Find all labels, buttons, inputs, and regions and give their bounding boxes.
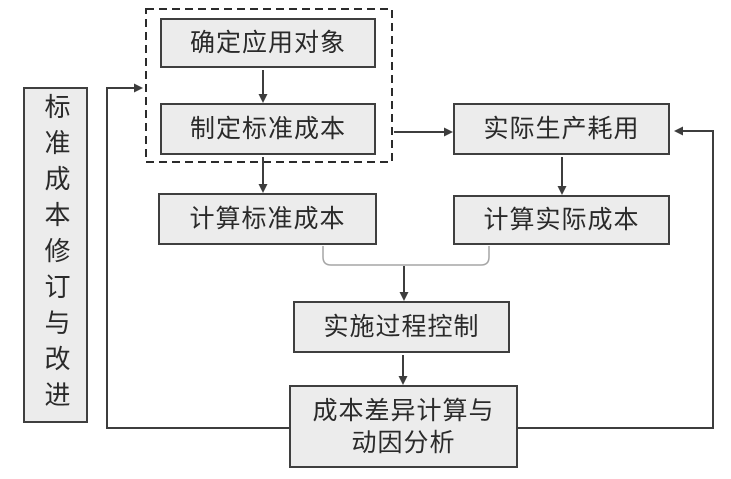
node-actual-production-consumption: 实际生产耗用 <box>453 103 670 155</box>
merge-bracket-connector <box>322 246 490 266</box>
node-determine-application-object: 确定应用对象 <box>160 18 376 68</box>
feedback-variance-to-standard-group-arrow <box>106 83 289 429</box>
node-set-standard-cost: 制定标准成本 <box>160 103 376 155</box>
node-implement-process-control: 实施过程控制 <box>293 301 510 353</box>
node-calculate-standard-cost: 计算标准成本 <box>158 193 377 245</box>
feedback-variance-to-actual-consumption-arrow <box>518 126 714 429</box>
node-calculate-actual-cost: 计算实际成本 <box>453 195 670 245</box>
node-standard-cost-revision: 标准成本修订与改进 <box>23 87 88 423</box>
standard-cost-group-dashed-border <box>145 8 393 163</box>
node-cost-variance-analysis: 成本差异计算与 动因分析 <box>289 385 518 468</box>
